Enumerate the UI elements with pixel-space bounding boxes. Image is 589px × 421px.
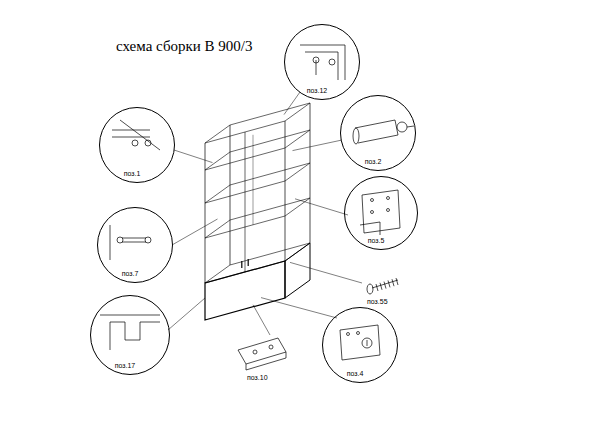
detail-callout-circle: поз.1 (99, 107, 175, 183)
callout-number: поз.12 (306, 87, 329, 94)
detail-callout-circle: поз.17 (90, 295, 170, 375)
callout-number: поз.55 (366, 298, 389, 305)
detail-callout-circle: поз.4 (322, 307, 398, 383)
cabinet-drawing (168, 92, 362, 335)
callout-number: поз.7 (121, 270, 140, 277)
detail-callout-circle: поз.7 (97, 207, 173, 283)
callout-number: поз.2 (364, 158, 383, 165)
callout-number: поз.4 (346, 370, 365, 377)
detail-callout-circle: поз.12 (284, 24, 360, 100)
detail-callout-circle: поз.2 (340, 95, 416, 171)
callout-number: поз.1 (123, 170, 142, 177)
detail-sketch (100, 45, 414, 370)
callout-number: поз.10 (246, 374, 269, 381)
title: схема сборки В 900/3 (116, 38, 253, 55)
detail-callout-circle: поз.5 (344, 176, 418, 250)
callout-number: поз.17 (114, 362, 137, 369)
callout-number: поз.5 (367, 237, 386, 244)
